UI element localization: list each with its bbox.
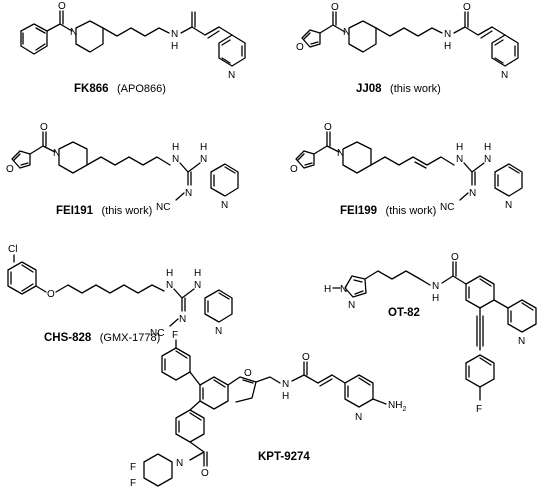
chs828-atom-n2: N (194, 280, 201, 291)
fei199-caption: FEI199 (this work) (340, 201, 436, 218)
fei191-atom-n-piperidine: N (53, 148, 60, 159)
fei199-atom-n1: N (456, 154, 463, 165)
jj08-name: JJ08 (356, 83, 382, 95)
kpt9274-atom-o-furan: O (244, 368, 252, 379)
fei191-atom-h1: H (172, 142, 179, 153)
fei199-atom-h2: H (484, 142, 491, 153)
fei199-atom-n-piperidine: N (337, 148, 344, 159)
jj08-atom-h-amide: H (444, 41, 451, 52)
fei199-atom-n3: N (469, 188, 476, 199)
structure-chs-828: Cl O H N H N N NC N CHS-828 (GMX-1778) (7, 244, 233, 345)
jj08-caption: JJ08 (this work) (356, 79, 441, 96)
ot82-atom-h-pyrazole: H (324, 284, 331, 295)
fei191-atom-n2: N (200, 154, 207, 165)
kpt9274-atom-nh2: NH2 (388, 400, 406, 413)
structure-fei199: O O N H N H N N NC N FEI199 (this work) (290, 122, 523, 218)
kpt9274-atom-n-pyridine: N (355, 412, 362, 423)
structure-kpt-9274: F O N H O N NH2 F F N O KPT-9274 (130, 330, 406, 489)
fei199-atom-nc: NC (440, 202, 454, 213)
kpt9274-name: KPT-9274 (258, 451, 310, 463)
chs828-name: CHS-828 (44, 332, 92, 344)
fei191-atom-nc: NC (156, 202, 170, 213)
fk866-atom-n-pyridine: N (228, 70, 235, 81)
kpt9274-atom-o: O (302, 352, 310, 363)
chs828-atom-n-pyridine: N (215, 326, 222, 337)
fk866-atom-n-amide: N (171, 29, 178, 40)
structure-ot-82: H N N O N H N F OT-82 (324, 252, 537, 415)
fei191-atom-h2: H (200, 142, 207, 153)
structure-jj08: O O N N H O N JJ08 (this work) (296, 2, 519, 96)
ot82-atom-n-pyrazole2: N (348, 300, 355, 311)
fei191-name: FEI191 (56, 205, 94, 217)
fk866-note: (APO866) (117, 83, 166, 95)
ot82-atom-h-amide: H (432, 293, 439, 304)
fei191-atom-o: O (40, 122, 48, 133)
chs828-atom-h2: H (194, 268, 201, 279)
chs828-atom-h1: H (166, 268, 173, 279)
fei199-atom-n2: N (484, 154, 491, 165)
fei199-atom-n-pyridine: N (505, 200, 512, 211)
fei199-atom-h1: H (456, 142, 463, 153)
fei191-atom-n3: N (185, 188, 192, 199)
ot82-atom-o: O (451, 252, 459, 263)
fei191-caption: FEI191 (this work) (56, 201, 152, 218)
chs828-atom-o: O (47, 289, 55, 300)
jj08-atom-n-piperidine: N (343, 27, 350, 38)
jj08-atom-o: O (331, 2, 339, 13)
fk866-caption: FK866 (APO866) (74, 79, 166, 96)
fei199-atom-o-furan: O (290, 164, 298, 175)
jj08-atom-n-pyridine: N (501, 70, 508, 81)
jj08-note: (this work) (390, 83, 441, 95)
fk866-atom-n-piperidine: N (70, 27, 77, 38)
jj08-atom-n-amide: N (444, 29, 451, 40)
structure-fei191: O O N H N H N N NC N FEI191 (this work) (6, 122, 239, 218)
kpt9274-atom-f-top: F (172, 330, 178, 341)
kpt9274-caption: KPT-9274 (258, 451, 310, 463)
ot82-atom-n-pyridine: N (518, 336, 525, 347)
kpt9274-atom-o2: O (201, 468, 209, 479)
fk866-atom-o: O (58, 1, 66, 12)
chs828-atom-n1: N (166, 280, 173, 291)
jj08-atom-o-furan: O (296, 42, 304, 53)
ot82-name: OT-82 (388, 307, 420, 319)
ot82-atom-n-pyrazole1: N (340, 284, 347, 295)
jj08-atom-o2: O (463, 2, 471, 13)
kpt9274-atom-f1: F (130, 462, 136, 473)
kpt9274-atom-n-amide: N (282, 379, 289, 390)
fei199-note: (this work) (386, 205, 437, 217)
chs828-note: (GMX-1778) (100, 332, 161, 344)
fei199-atom-o: O (324, 122, 332, 133)
ot82-caption: OT-82 (388, 307, 420, 319)
kpt9274-atom-f2: F (130, 478, 136, 489)
structure-fk866: O N N H N FK866 (APO866) (20, 1, 246, 96)
fk866-name: FK866 (74, 83, 109, 95)
fei191-atom-n-pyridine: N (221, 200, 228, 211)
fei191-atom-o-furan: O (6, 164, 14, 175)
kpt9274-atom-h-amide: H (282, 391, 289, 402)
chs828-atom-cl: Cl (8, 244, 17, 255)
kpt9274-atom-n-piperidine: N (176, 458, 183, 469)
fk866-atom-h-amide: H (171, 41, 178, 52)
fei191-note: (this work) (102, 205, 153, 217)
chs828-atom-nc: NC (150, 328, 164, 339)
chs828-caption: CHS-828 (GMX-1778) (44, 328, 160, 345)
ot82-atom-n-amide: N (432, 281, 439, 292)
chs828-atom-n3: N (179, 314, 186, 325)
ot82-atom-f: F (476, 404, 482, 415)
fei199-name: FEI199 (340, 205, 377, 217)
fei191-atom-n1: N (172, 154, 179, 165)
